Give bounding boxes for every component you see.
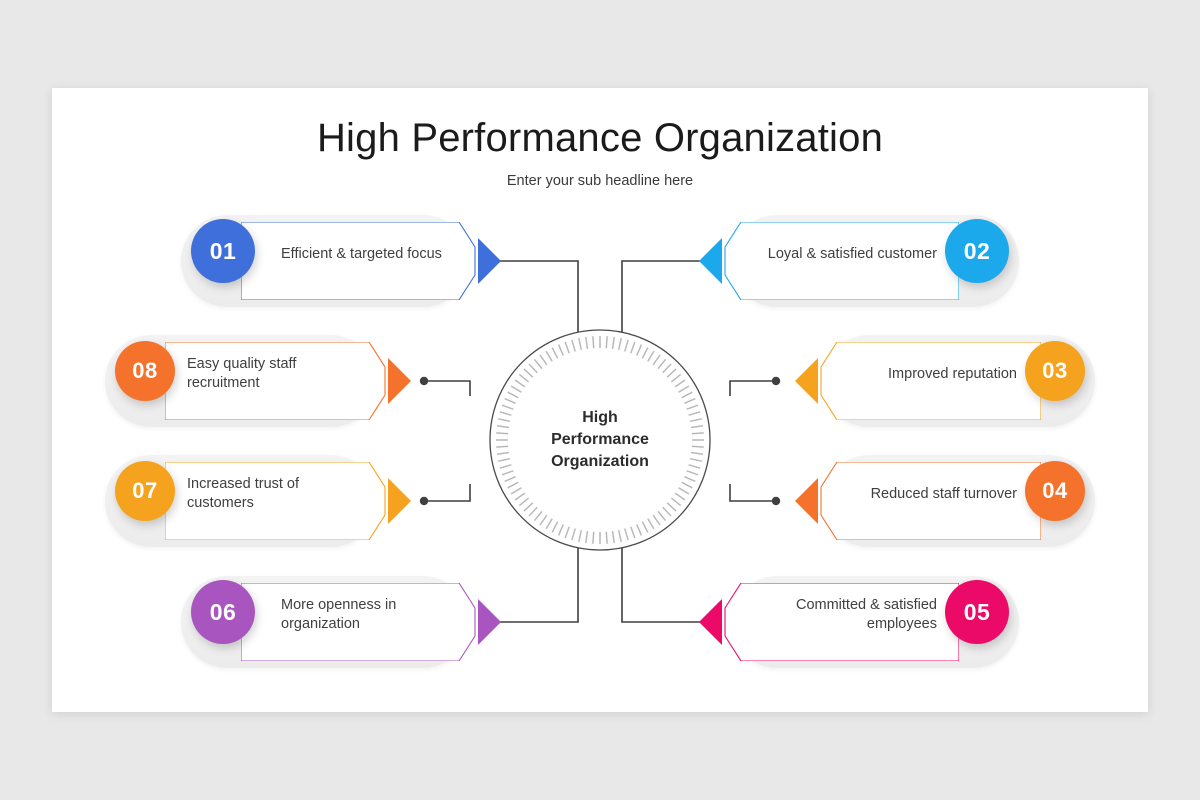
card-number-badge[interactable]: 07 xyxy=(115,461,175,521)
card-item-01[interactable]: Efficient & targeted focus 01 xyxy=(181,215,501,307)
center-ring xyxy=(489,329,711,551)
card-number-badge[interactable]: 02 xyxy=(945,219,1009,283)
card-number-badge[interactable]: 03 xyxy=(1025,341,1085,401)
card-arrow xyxy=(699,238,722,284)
card-item-03[interactable]: Improved reputation 03 xyxy=(795,335,1095,427)
card-label: Increased trust of customers xyxy=(187,476,300,511)
card-arrow xyxy=(478,238,501,284)
card-arrow xyxy=(478,599,501,645)
card-label: Committed & satisfied employees xyxy=(795,597,937,632)
card-outline xyxy=(699,222,959,300)
center-hub: High Performance Organization xyxy=(489,329,711,551)
center-label: High Performance Organization xyxy=(489,329,711,551)
card-body xyxy=(699,583,959,661)
card-arrow xyxy=(795,478,818,524)
card-body xyxy=(795,462,1041,540)
center-line-1: High xyxy=(582,409,618,426)
card-label: Improved reputation xyxy=(888,365,1017,382)
card-label: More openness in organization xyxy=(281,597,397,632)
card-label: Efficient & targeted focus xyxy=(281,245,442,262)
card-body xyxy=(699,222,959,300)
card-outline xyxy=(241,222,501,300)
center-line-3: Organization xyxy=(551,453,649,470)
card-arrow xyxy=(388,358,411,404)
card-number-badge[interactable]: 06 xyxy=(191,580,255,644)
card-outline xyxy=(795,342,1041,420)
card-item-04[interactable]: Reduced staff turnover 04 xyxy=(795,455,1095,547)
card-outline xyxy=(165,462,411,540)
card-label: Easy quality staff recruitment xyxy=(187,356,297,391)
card-arrow xyxy=(388,478,411,524)
card-body xyxy=(241,583,501,661)
card-body xyxy=(241,222,501,300)
card-number-badge[interactable]: 04 xyxy=(1025,461,1085,521)
card-body xyxy=(795,342,1041,420)
card-number-badge[interactable]: 01 xyxy=(191,219,255,283)
card-number-badge[interactable]: 05 xyxy=(945,580,1009,644)
card-outline xyxy=(165,342,411,420)
card-body xyxy=(165,462,411,540)
card-body xyxy=(165,342,411,420)
page-title: High Performance Organization xyxy=(316,116,884,160)
card-arrow xyxy=(699,599,722,645)
card-label: Loyal & satisfied customer xyxy=(767,245,937,262)
page-subtitle: Enter your sub headline here xyxy=(506,173,694,189)
card-outline xyxy=(241,583,501,661)
card-item-02[interactable]: Loyal & satisfied customer 02 xyxy=(699,215,1019,307)
card-arrow xyxy=(795,358,818,404)
card-number-badge[interactable]: 08 xyxy=(115,341,175,401)
card-item-07[interactable]: Increased trust of customers 07 xyxy=(105,455,411,547)
card-item-08[interactable]: Easy quality staff recruitment 08 xyxy=(105,335,411,427)
card-outline xyxy=(795,462,1041,540)
card-label: Reduced staff turnover xyxy=(870,485,1017,502)
card-outline xyxy=(699,583,959,661)
card-item-06[interactable]: More openness in organization 06 xyxy=(181,576,501,668)
center-line-2: Performance xyxy=(551,431,649,448)
